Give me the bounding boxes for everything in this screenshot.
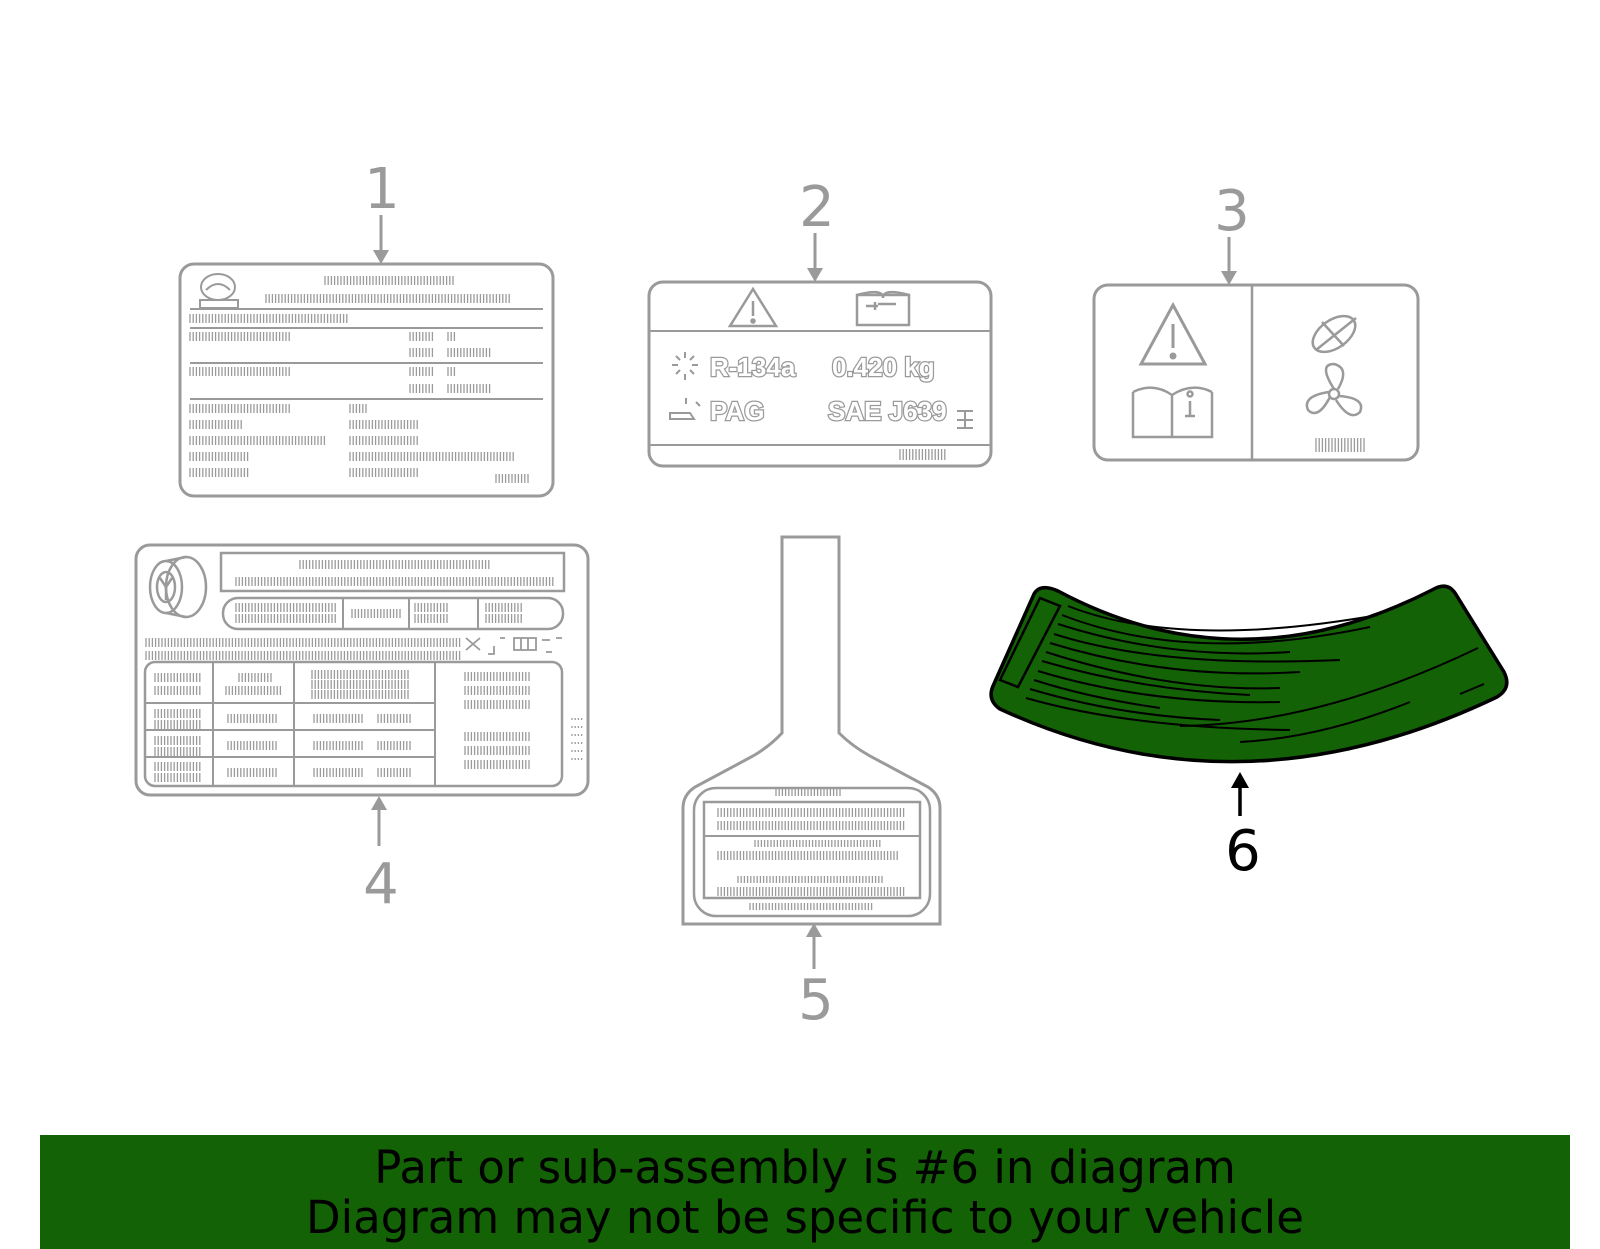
label-4-outline bbox=[134, 543, 590, 797]
label-3-outline bbox=[1092, 283, 1420, 462]
tire-icon bbox=[148, 555, 208, 619]
label-6-text-line bbox=[1459, 683, 1485, 695]
callout-1[interactable]: 1 bbox=[364, 157, 400, 222]
hang-tag-outline bbox=[681, 535, 942, 926]
label-6-text-line bbox=[1041, 660, 1251, 696]
label-6-text-line bbox=[1239, 701, 1411, 743]
label-2-text-lines bbox=[899, 449, 946, 460]
label-1-text-lines bbox=[189, 276, 529, 483]
label-2-outline bbox=[647, 280, 993, 468]
sae-standard: SAE J639 bbox=[828, 396, 947, 426]
small-mark-icon bbox=[957, 410, 973, 429]
label-6-text-line bbox=[1061, 614, 1371, 645]
part-1-label[interactable]: 1 bbox=[178, 157, 555, 498]
part-6-label[interactable]: 6 bbox=[989, 584, 1509, 884]
fan-icon bbox=[1305, 362, 1363, 417]
part-5-label[interactable]: 5 bbox=[681, 535, 942, 1033]
callout-5[interactable]: 5 bbox=[798, 968, 834, 1033]
refrigerant-type: R-134a bbox=[710, 352, 796, 382]
label-1-outline bbox=[178, 262, 555, 498]
service-manual-icon bbox=[855, 290, 911, 327]
info-book-icon bbox=[1131, 386, 1214, 439]
label-6-text-line bbox=[1045, 651, 1281, 690]
part-3-label[interactable]: 3 bbox=[1092, 179, 1420, 462]
part-4-label[interactable]: 4 bbox=[134, 543, 590, 917]
label-4-text-lines bbox=[145, 560, 583, 782]
banner-line-1: Part or sub-assembly is #6 in diagram bbox=[374, 1141, 1236, 1194]
refrigerant-icon bbox=[672, 352, 698, 380]
info-banner: Part or sub-assembly is #6 in diagram Di… bbox=[40, 1135, 1570, 1249]
label-6-text-line bbox=[1029, 688, 1221, 721]
label-6-text-line bbox=[1049, 642, 1301, 675]
label-6-text-line bbox=[1033, 679, 1161, 709]
oil-can-icon bbox=[669, 398, 701, 420]
label-3-text-lines bbox=[1315, 438, 1365, 452]
part-2-label[interactable]: 2 R-134a 0.420 kg PAG SAE J6 bbox=[647, 175, 993, 468]
label-5-text-lines bbox=[717, 789, 905, 910]
label-6-text-line bbox=[1057, 623, 1291, 655]
label-6-text-line bbox=[1053, 633, 1341, 663]
callout-3[interactable]: 3 bbox=[1214, 179, 1250, 244]
no-tools-icon bbox=[1311, 314, 1357, 354]
small-symbols-icon bbox=[465, 637, 562, 655]
warning-icon bbox=[727, 286, 779, 328]
label-6-text-line bbox=[1179, 647, 1479, 727]
banner-line-2: Diagram may not be specific to your vehi… bbox=[306, 1191, 1304, 1244]
label-6-text-lines bbox=[1025, 605, 1485, 743]
label-6-text-line bbox=[1067, 605, 1379, 632]
callout-6[interactable]: 6 bbox=[1225, 819, 1261, 884]
label-6-text-line bbox=[1037, 670, 1281, 704]
callout-4[interactable]: 4 bbox=[363, 852, 399, 917]
oil-type: PAG bbox=[710, 396, 764, 426]
label-6-text-line bbox=[1025, 697, 1291, 731]
warning-icon bbox=[1138, 301, 1208, 366]
refrigerant-charge: 0.420 kg bbox=[832, 352, 935, 382]
brand-logo-icon bbox=[199, 273, 239, 309]
callout-2[interactable]: 2 bbox=[799, 175, 835, 240]
